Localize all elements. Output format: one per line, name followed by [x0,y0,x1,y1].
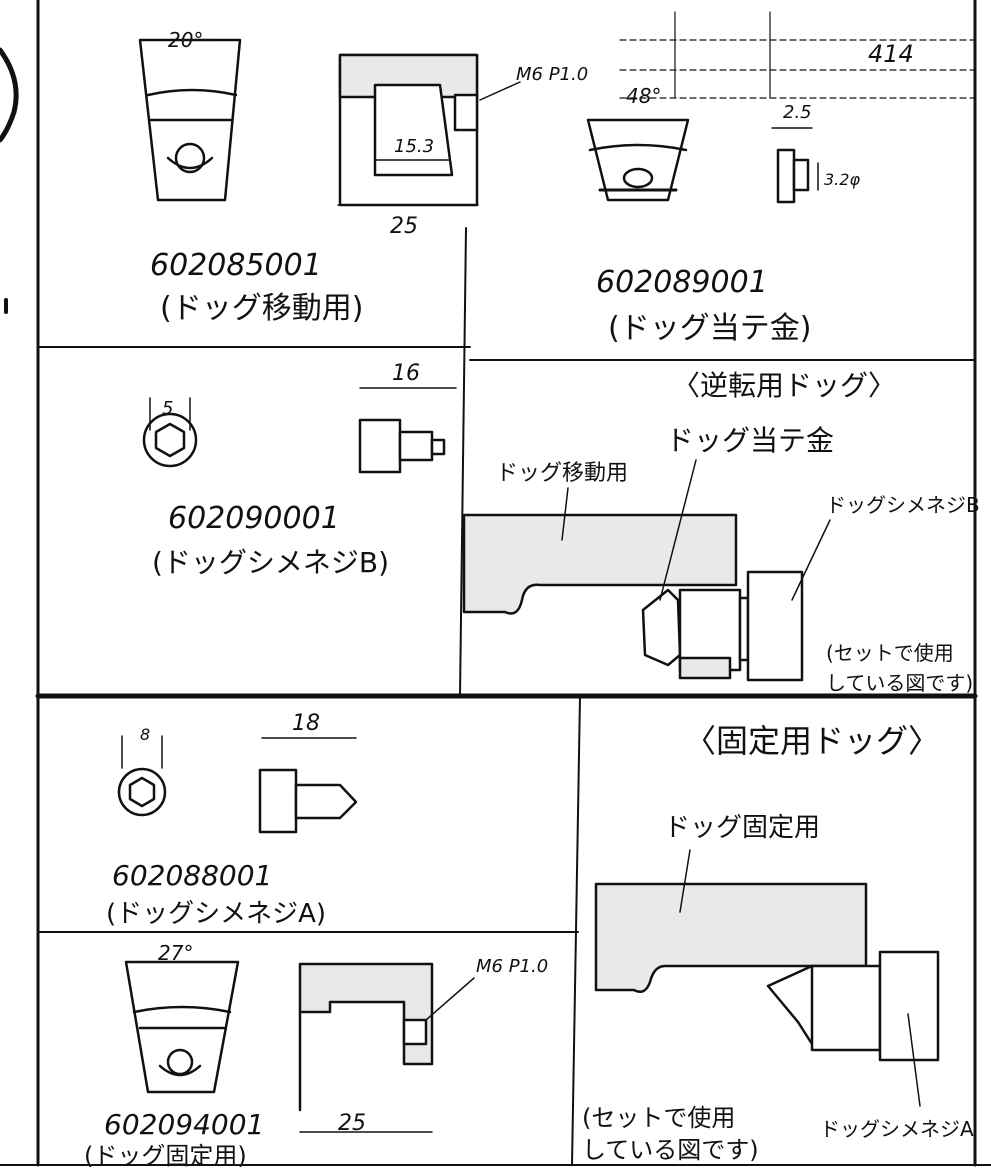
part-602085001-width-dim: 25 [390,214,418,239]
part-602090001-name: (ドッグシメネジB) [152,546,389,579]
part-602094001-thread-label: M6 P1.0 [476,956,548,977]
part-602094001-side-view [124,960,240,1094]
reference-number: 414 [868,40,914,68]
reference-grid [619,11,976,99]
part-602090001-end-view [142,397,198,468]
part-602088001-name: (ドッグシメネジA) [106,899,326,929]
fixed-assembly-drawing [594,849,940,1107]
part-602088001-dia-dim: 8 [140,725,150,744]
part-602094001-section-view [298,962,475,1133]
part-602089001-end-view [771,127,819,204]
part-602085001-side-view [138,38,242,202]
reverse-label-screw: ドッグシメネジB [826,493,980,517]
part-602094001-number: 602094001 [104,1108,264,1141]
fixed-note-line2: している図です) [582,1136,759,1164]
part-602094001: 27° M6 P1.0 25 602094001 (ドッグ固定用) [84,941,548,1170]
reverse-assembly-drawing [462,459,831,682]
part-602089001: 48° 2.5 3.2φ 602089001 (ドッグ当テ金) [586,84,860,346]
part-602085001-inner-dim: 15.3 [394,136,434,157]
part-602089001-size-b: 3.2φ [824,170,860,189]
part-602085001-number: 602085001 [150,248,322,283]
fixed-dog-assembly: 〈固定用ドッグ〉 ドッグ固定用 ドッグシメネジA (セットで使用 している図です… [582,722,974,1164]
part-602085001-thread-label: M6 P1.0 [516,64,588,85]
part-602088001: 8 18 602088001 (ドッグシメネジA) [106,711,358,929]
part-602090001-dia-dim: 5 [162,398,173,419]
part-602089001-angle-label: 48° [626,84,661,108]
reverse-label-stop: ドッグ当テ金 [666,424,834,457]
part-602089001-name: (ドッグ当テ金) [608,311,811,346]
part-602094001-width-dim: 25 [338,1111,366,1136]
part-602090001-number: 602090001 [168,501,340,536]
part-602088001-length-dim: 18 [292,711,320,736]
part-602088001-number: 602088001 [112,859,272,892]
reverse-note-line2: している図です) [826,671,973,695]
part-602085001-section-view [337,53,521,207]
part-602094001-name: (ドッグ固定用) [84,1142,247,1170]
fixed-heading: 〈固定用ドッグ〉 [684,722,940,760]
part-602094001-angle-label: 27° [158,941,193,965]
reverse-label-moving: ドッグ移動用 [496,461,628,486]
fixed-note-line1: (セットで使用 [582,1104,735,1132]
reverse-note-line1: (セットで使用 [826,641,954,665]
reverse-heading: 〈逆転用ドッグ〉 [672,369,896,402]
part-602090001-side-view [358,387,457,474]
part-602085001-name: (ドッグ移動用) [160,291,363,326]
part-602085001: 20° M6 P1.0 15.3 25 602085001 (ドッグ移動用) [138,28,588,326]
part-602088001-side-view [258,737,358,834]
part-602089001-side-view [586,118,690,202]
part-602090001: 5 16 602090001 (ドッグシメネジB) [142,361,457,579]
part-602089001-size-a: 2.5 [783,102,812,123]
part-602089001-number: 602089001 [596,265,768,300]
margin-bracket [0,47,19,143]
part-602085001-angle-label: 20° [168,28,203,52]
reverse-dog-assembly: 〈逆転用ドッグ〉 ドッグ当テ金 ドッグ移動用 ドッグシメネジB (セットで使用 … [462,369,980,695]
fixed-label-fixed: ドッグ固定用 [664,813,820,843]
part-602088001-end-view [117,735,167,817]
fixed-label-screw: ドッグシメネジA [820,1117,974,1141]
part-602090001-length-dim: 16 [392,361,420,386]
